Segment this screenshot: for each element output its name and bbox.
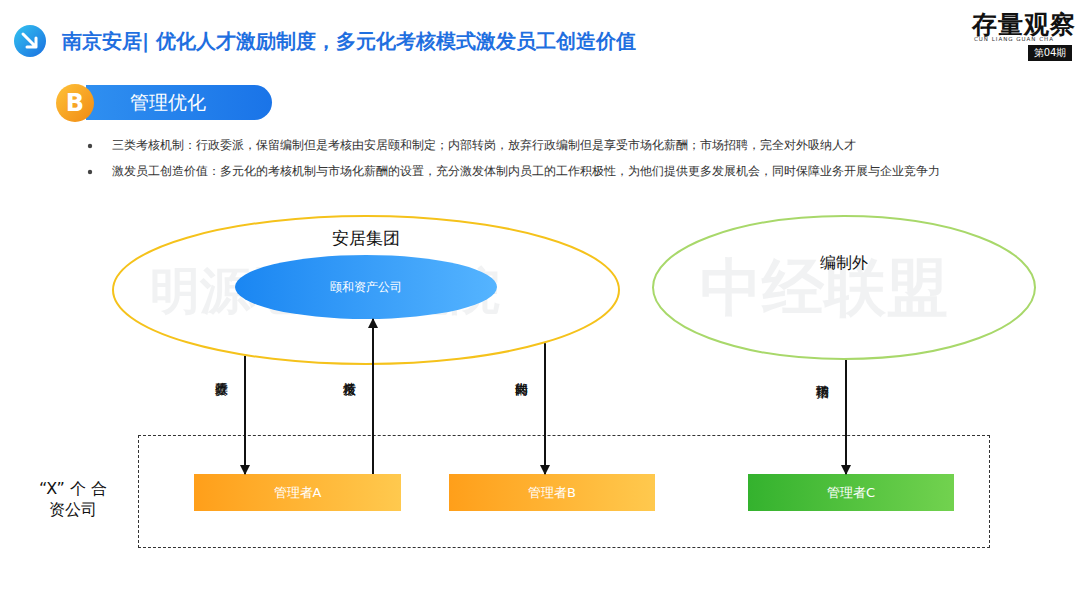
arrow-connector: [372, 319, 374, 474]
company-ellipse-shape: [235, 255, 497, 319]
arrow-connector: [544, 343, 546, 474]
node-text: 安居集团: [112, 227, 620, 250]
section-badge: B: [56, 84, 94, 122]
arrow-connector: [845, 360, 847, 474]
node-text: 编制外: [652, 253, 1036, 274]
company-ellipse: 颐和资产公司: [235, 255, 497, 319]
header-icon: [14, 25, 46, 57]
section-banner: 管理优化: [86, 85, 272, 120]
node-text: 管理者B: [449, 484, 655, 502]
issue-badge-bg: [1028, 45, 1072, 61]
bullet-text: 激发员工创造价值：多元化的考核机制与市场化薪酬的设置，充分激发体制内员工的工作积…: [112, 163, 940, 180]
bullet-dot: [88, 144, 92, 148]
bullet-text: 三类考核机制：行政委派，保留编制但是考核由安居颐和制定；内部转岗，放弃行政编制但…: [112, 137, 856, 154]
manager-box: 管理者A: [194, 474, 401, 511]
arrow-connector: [244, 356, 246, 474]
slide-title: 南京安居| 优化人才激励制度，多元化考核模式激发员工创造价值: [62, 28, 636, 55]
group-ellipse-shape: [113, 216, 619, 364]
manager-box: 管理者B: [449, 474, 655, 511]
bullet-dot: [88, 170, 92, 174]
node-text: 管理者C: [748, 484, 954, 502]
node-text: 管理者A: [194, 484, 401, 502]
jv-container: “X” 个 合资公司管理者A管理者B管理者C: [138, 435, 990, 548]
external-ellipse: 编制外: [652, 215, 1036, 360]
logo-subtext: CUN LIANG GUAN CHA: [974, 36, 1054, 42]
node-text: “X” 个 合资公司: [37, 478, 109, 520]
issue-number: 第04期: [1028, 45, 1072, 61]
external-ellipse-outline: [652, 215, 1036, 360]
header-icon-arrow: [23, 34, 36, 47]
node-text: 颐和资产公司: [235, 279, 497, 296]
group-ellipse: 安居集团颐和资产公司: [112, 215, 620, 365]
manager-box: 管理者C: [748, 474, 954, 511]
external-ellipse-shape: [653, 216, 1035, 359]
